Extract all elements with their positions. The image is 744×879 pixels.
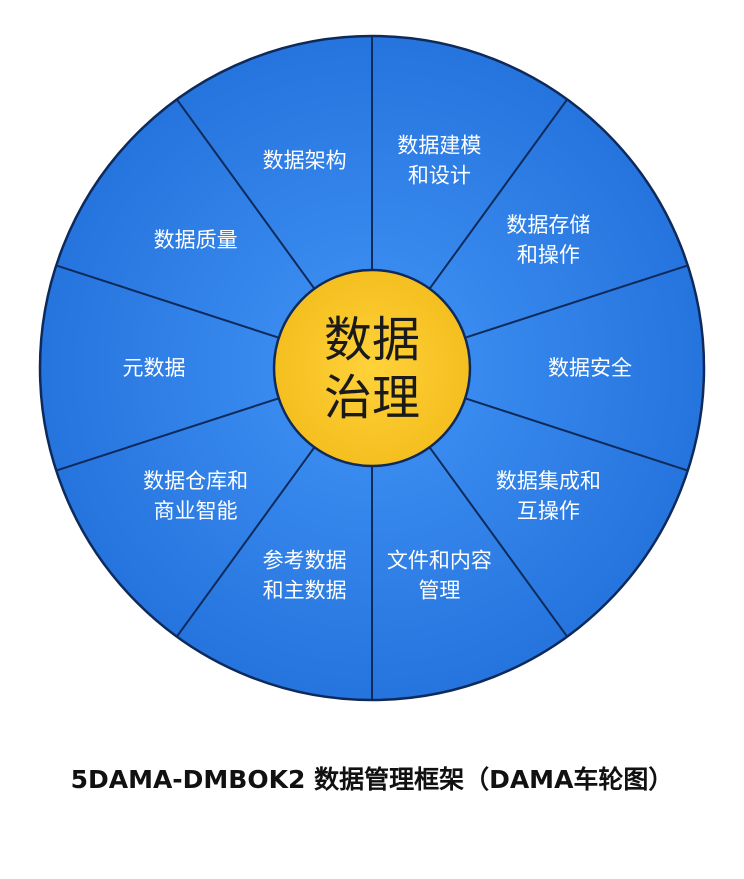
segment-label-2: 数据建模和设计: [397, 134, 481, 188]
segment-label-line: 和设计: [408, 164, 471, 188]
segment-label-line: 互操作: [517, 499, 580, 523]
outer-ring: [38, 34, 706, 702]
center-hub: [272, 268, 472, 468]
segment-label-line: 数据建模: [397, 134, 481, 158]
segment-3: [372, 99, 688, 368]
segment-label-9: 元数据: [123, 356, 186, 380]
segment-10: [56, 99, 372, 368]
segment-9: [40, 265, 373, 471]
segment-divider: [55, 264, 280, 339]
segment-4: [372, 265, 705, 471]
segment-label-6: 文件和内容管理: [387, 548, 492, 602]
segment-label-10: 数据质量: [154, 228, 238, 252]
segment-label-line: 数据存储: [506, 213, 590, 237]
segment-divider: [428, 98, 568, 290]
segment-divider: [176, 446, 316, 638]
segment-label-line: 数据质量: [154, 228, 238, 252]
segment-divider: [464, 264, 689, 339]
segment-label-line: 元数据: [123, 356, 186, 380]
figure-caption: 5DAMA-DMBOK2 数据管理框架（DAMA车轮图）: [70, 765, 674, 794]
segment-label-line: 文件和内容: [387, 548, 492, 572]
segment-label-line: 管理: [418, 578, 460, 602]
center-label: 数据治理: [324, 312, 420, 426]
segment-divider: [176, 98, 316, 290]
segment-label-line: 数据仓库和: [143, 469, 248, 493]
segment-divider: [55, 397, 280, 472]
segment-label-4: 数据安全: [548, 356, 632, 380]
segment-8: [56, 368, 372, 637]
segment-label-line: 数据安全: [548, 356, 632, 380]
segment-5: [372, 368, 688, 637]
segment-label-3: 数据存储和操作: [506, 213, 590, 267]
segment-label-line: 数据集成和: [496, 469, 601, 493]
segment-label-8: 数据仓库和商业智能: [143, 469, 248, 523]
center-label-line: 治理: [324, 370, 420, 426]
segment-label-7: 参考数据和主数据: [263, 548, 347, 602]
segment-label-line: 和操作: [517, 243, 580, 267]
segment-label-line: 商业智能: [154, 499, 238, 523]
segment-label-line: 数据架构: [263, 149, 347, 173]
center-label-line: 数据: [324, 312, 420, 368]
segment-divider: [428, 446, 568, 638]
segment-label-5: 数据集成和互操作: [496, 469, 601, 523]
segment-label-1: 数据架构: [263, 149, 347, 173]
segment-divider: [464, 397, 689, 472]
segment-label-line: 和主数据: [263, 578, 347, 602]
segment-label-line: 参考数据: [263, 548, 347, 572]
